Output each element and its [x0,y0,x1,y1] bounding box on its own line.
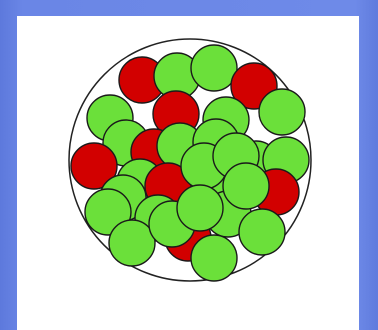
green-ball [109,220,155,266]
green-ball [191,45,237,91]
green-ball [239,209,285,255]
green-ball [223,163,269,209]
balls-group [71,45,309,281]
green-ball [191,235,237,281]
green-ball [177,185,223,231]
green-ball [259,89,305,135]
